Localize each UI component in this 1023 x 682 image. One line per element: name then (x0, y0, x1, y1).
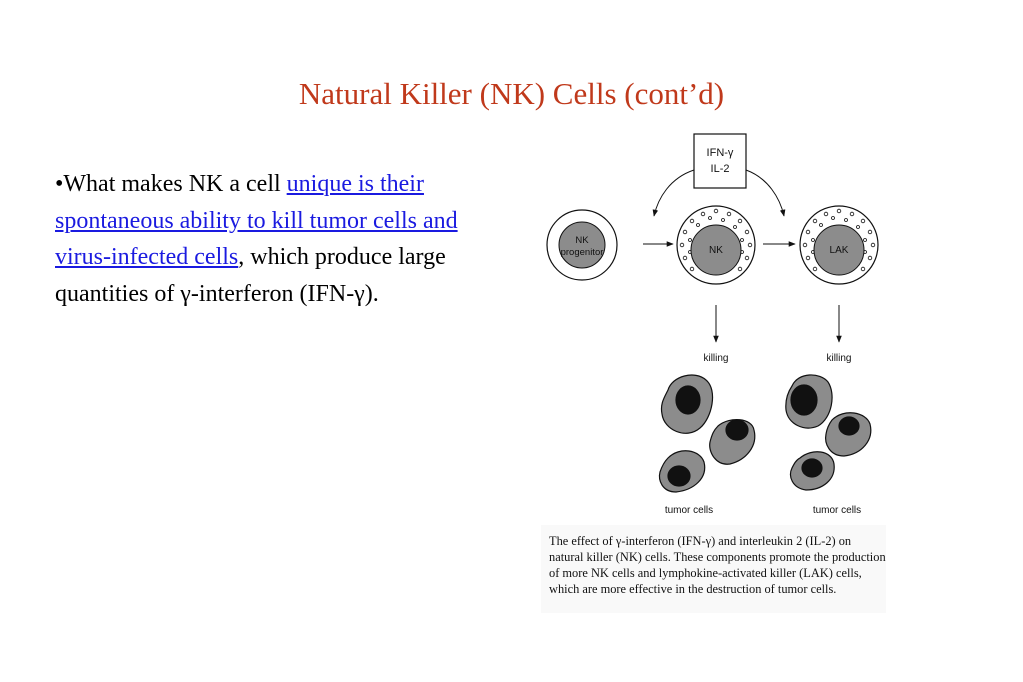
diagram-svg: IFN-γ IL-2 NK progenitor NK (546, 133, 879, 516)
figure-caption: The effect of γ-interferon (IFN-γ) and i… (541, 525, 886, 613)
bullet-lead-text: What makes NK a cell (63, 171, 287, 197)
progenitor-cell-nucleus (558, 221, 606, 269)
killing-label-left: killing (703, 353, 728, 364)
cytokine-box (693, 133, 747, 189)
cytokine-box-line1: IFN-γ (707, 147, 734, 159)
progenitor-label-line2: progenitor (561, 247, 604, 258)
tumor-label-right: tumor cells (813, 505, 861, 516)
bullet-point: •What makes NK a cell unique is their sp… (55, 166, 475, 312)
tumor-label-left: tumor cells (665, 505, 713, 516)
cytokine-box-line2: IL-2 (711, 163, 730, 175)
lak-granules (802, 208, 876, 272)
bullet-marker: • (55, 171, 64, 197)
tumor-cells-right (785, 374, 872, 491)
slide-title: Natural Killer (NK) Cells (cont’d) (298, 76, 725, 111)
progenitor-label-line1: NK (575, 235, 589, 246)
nk-cell-nucleus (690, 224, 742, 276)
nk-cell-label: NK (709, 245, 723, 256)
nk-cell-diagram: IFN-γ IL-2 NK progenitor NK (540, 128, 900, 528)
lak-cell-label: LAK (830, 245, 849, 256)
curved-arrow-right (745, 169, 786, 217)
bullet-link[interactable]: unique is their spontaneous ability to k… (55, 171, 458, 270)
bullet-tail-text: , which produce large quantities of γ-in… (55, 244, 446, 307)
lak-cell-nucleus (813, 224, 865, 276)
curved-arrow-left (652, 169, 695, 217)
tumor-cells-left (658, 374, 756, 493)
killing-label-right: killing (826, 353, 851, 364)
